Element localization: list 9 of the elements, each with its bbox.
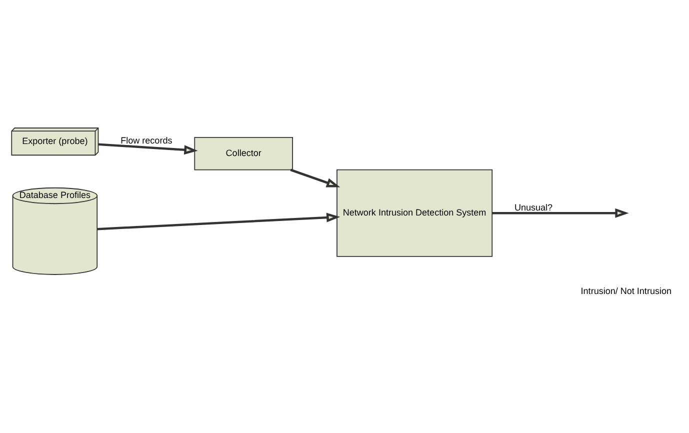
edge-label: Unusual? bbox=[514, 202, 553, 213]
node-box: Network Intrusion Detection System bbox=[336, 169, 493, 257]
arrow bbox=[492, 208, 629, 218]
label: Intrusion/ Not Intrusion bbox=[580, 286, 672, 296]
arrow bbox=[97, 212, 340, 230]
arrow bbox=[290, 168, 340, 188]
edge-label: Flow records bbox=[120, 136, 172, 146]
arrow bbox=[98, 143, 198, 155]
node-box: Collector bbox=[194, 136, 293, 170]
